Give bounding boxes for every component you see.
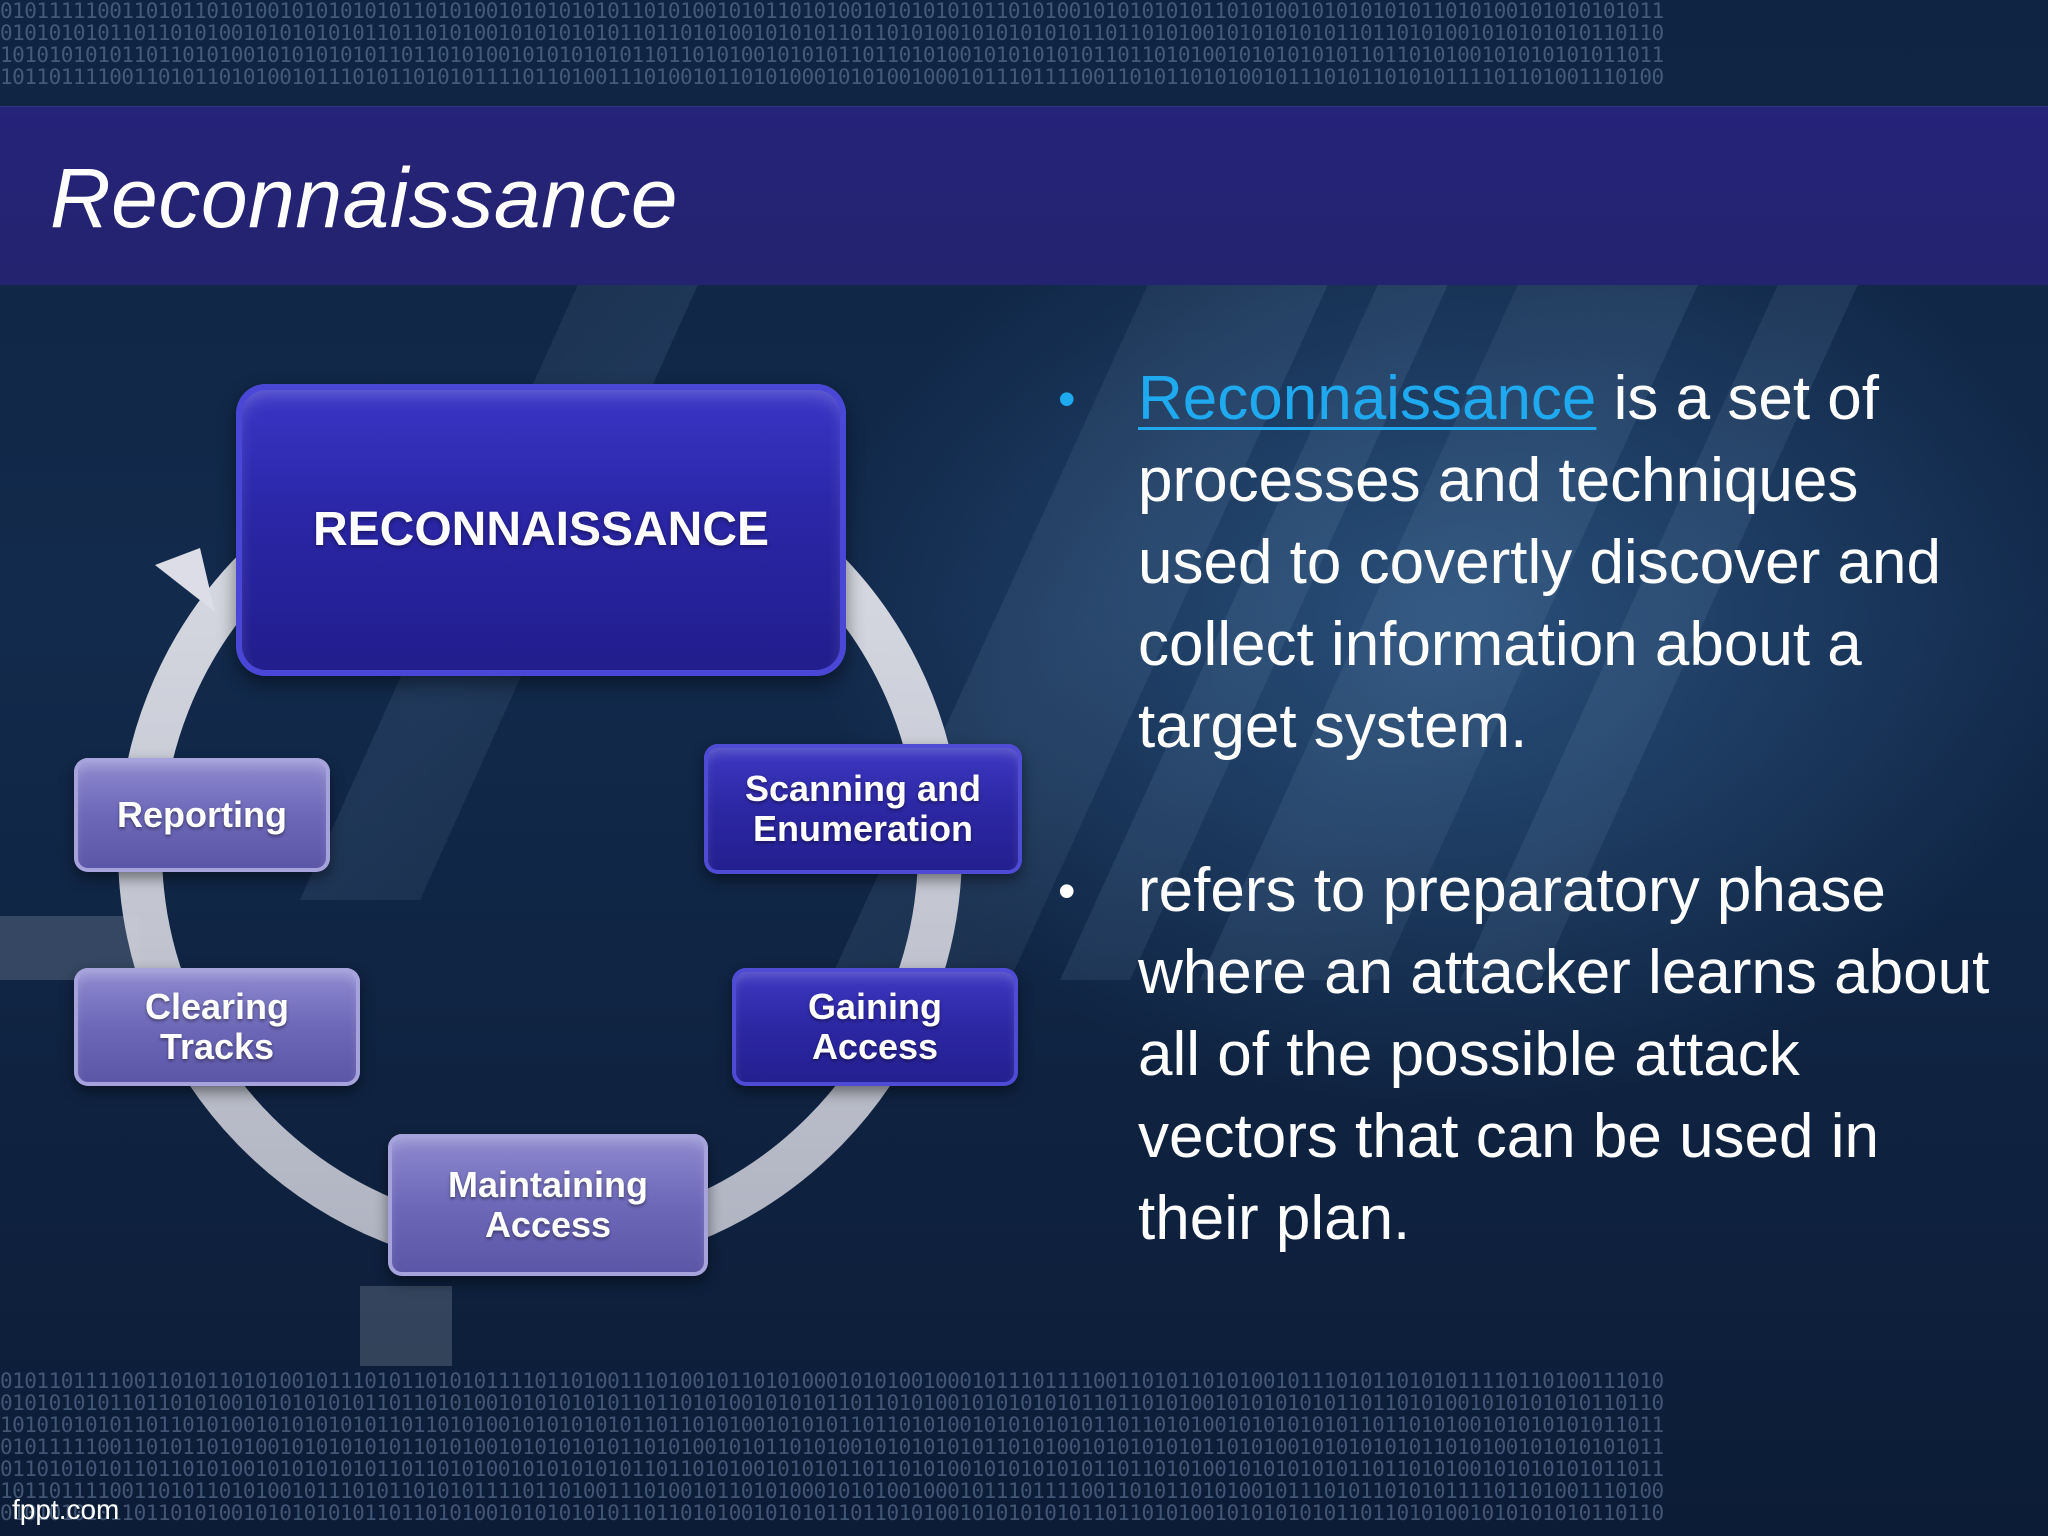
binary-pattern-top: 0101111100110101101010010101010101101010… (0, 0, 2048, 106)
slide-title: Reconnaissance (50, 151, 679, 245)
clearing-tracks-node: Clearing Tracks (74, 968, 360, 1086)
title-bar (0, 106, 2048, 285)
scanning-enumeration-node: Scanning and Enumeration (704, 744, 1022, 874)
clearing-tracks-label: Clearing Tracks (144, 985, 290, 1067)
reconnaissance-node: RECONNAISSANCE (236, 384, 846, 676)
bullet-text: refers to preparatory phase where an att… (1138, 856, 1990, 1253)
binary-row: 1010101010110110101001010101010110110101… (0, 1413, 1664, 1437)
binary-row: 0110101010110110101001010101010110110101… (0, 1457, 1664, 1481)
scanning-enumeration-label: Scanning and Enumeration (744, 767, 982, 849)
binary-row: 1010101010110110101001010101010110110101… (0, 43, 1664, 67)
binary-row: 0101010101101101010010101010101101101010… (0, 1501, 1664, 1525)
binary-row: 0101010101101101010010101010101101101010… (0, 1391, 1664, 1415)
footer-brand[interactable]: fppt.com (12, 1494, 120, 1525)
maintaining-access-label: Maintaining Access (448, 1163, 648, 1245)
binary-row: 1011011110011010110101001011101011010101… (0, 65, 1664, 89)
binary-row: 0101111100110101101010010101010101101010… (0, 0, 1664, 23)
maintaining-access-node: Maintaining Access (388, 1134, 708, 1276)
gaining-access-node: Gaining Access (732, 968, 1018, 1086)
reporting-label: Reporting (117, 793, 287, 835)
bullet-dot-icon: • (1058, 863, 1076, 919)
bullet-list: • Reconnaissance is a set of processes a… (1058, 358, 1998, 1260)
bullet-dot-icon: • (1058, 371, 1076, 427)
reporting-node: Reporting (74, 758, 330, 872)
bullet-item: • refers to preparatory phase where an a… (1058, 850, 1998, 1260)
gaining-access-label: Gaining Access (808, 985, 942, 1067)
bullet-text: is a set of processes and techniques use… (1138, 364, 1941, 761)
reconnaissance-node-label: RECONNAISSANCE (312, 503, 770, 557)
decor-square-bottom (360, 1286, 452, 1366)
binary-row: 0101010101101101010010101010101101101010… (0, 21, 1664, 45)
cycle-arrowhead (155, 548, 215, 612)
binary-row: 0101101111001101011010100101110101101010… (0, 1370, 1664, 1393)
reconnaissance-link[interactable]: Reconnaissance (1138, 364, 1597, 433)
binary-row: 0101111100110101101010010101010101101010… (0, 1435, 1664, 1459)
binary-row: 1011011110011010110101001011101011010101… (0, 1479, 1664, 1503)
bullet-item: • Reconnaissance is a set of processes a… (1058, 358, 1998, 768)
binary-pattern-bottom: 0101101111001101011010100101110101101010… (0, 1370, 2048, 1536)
